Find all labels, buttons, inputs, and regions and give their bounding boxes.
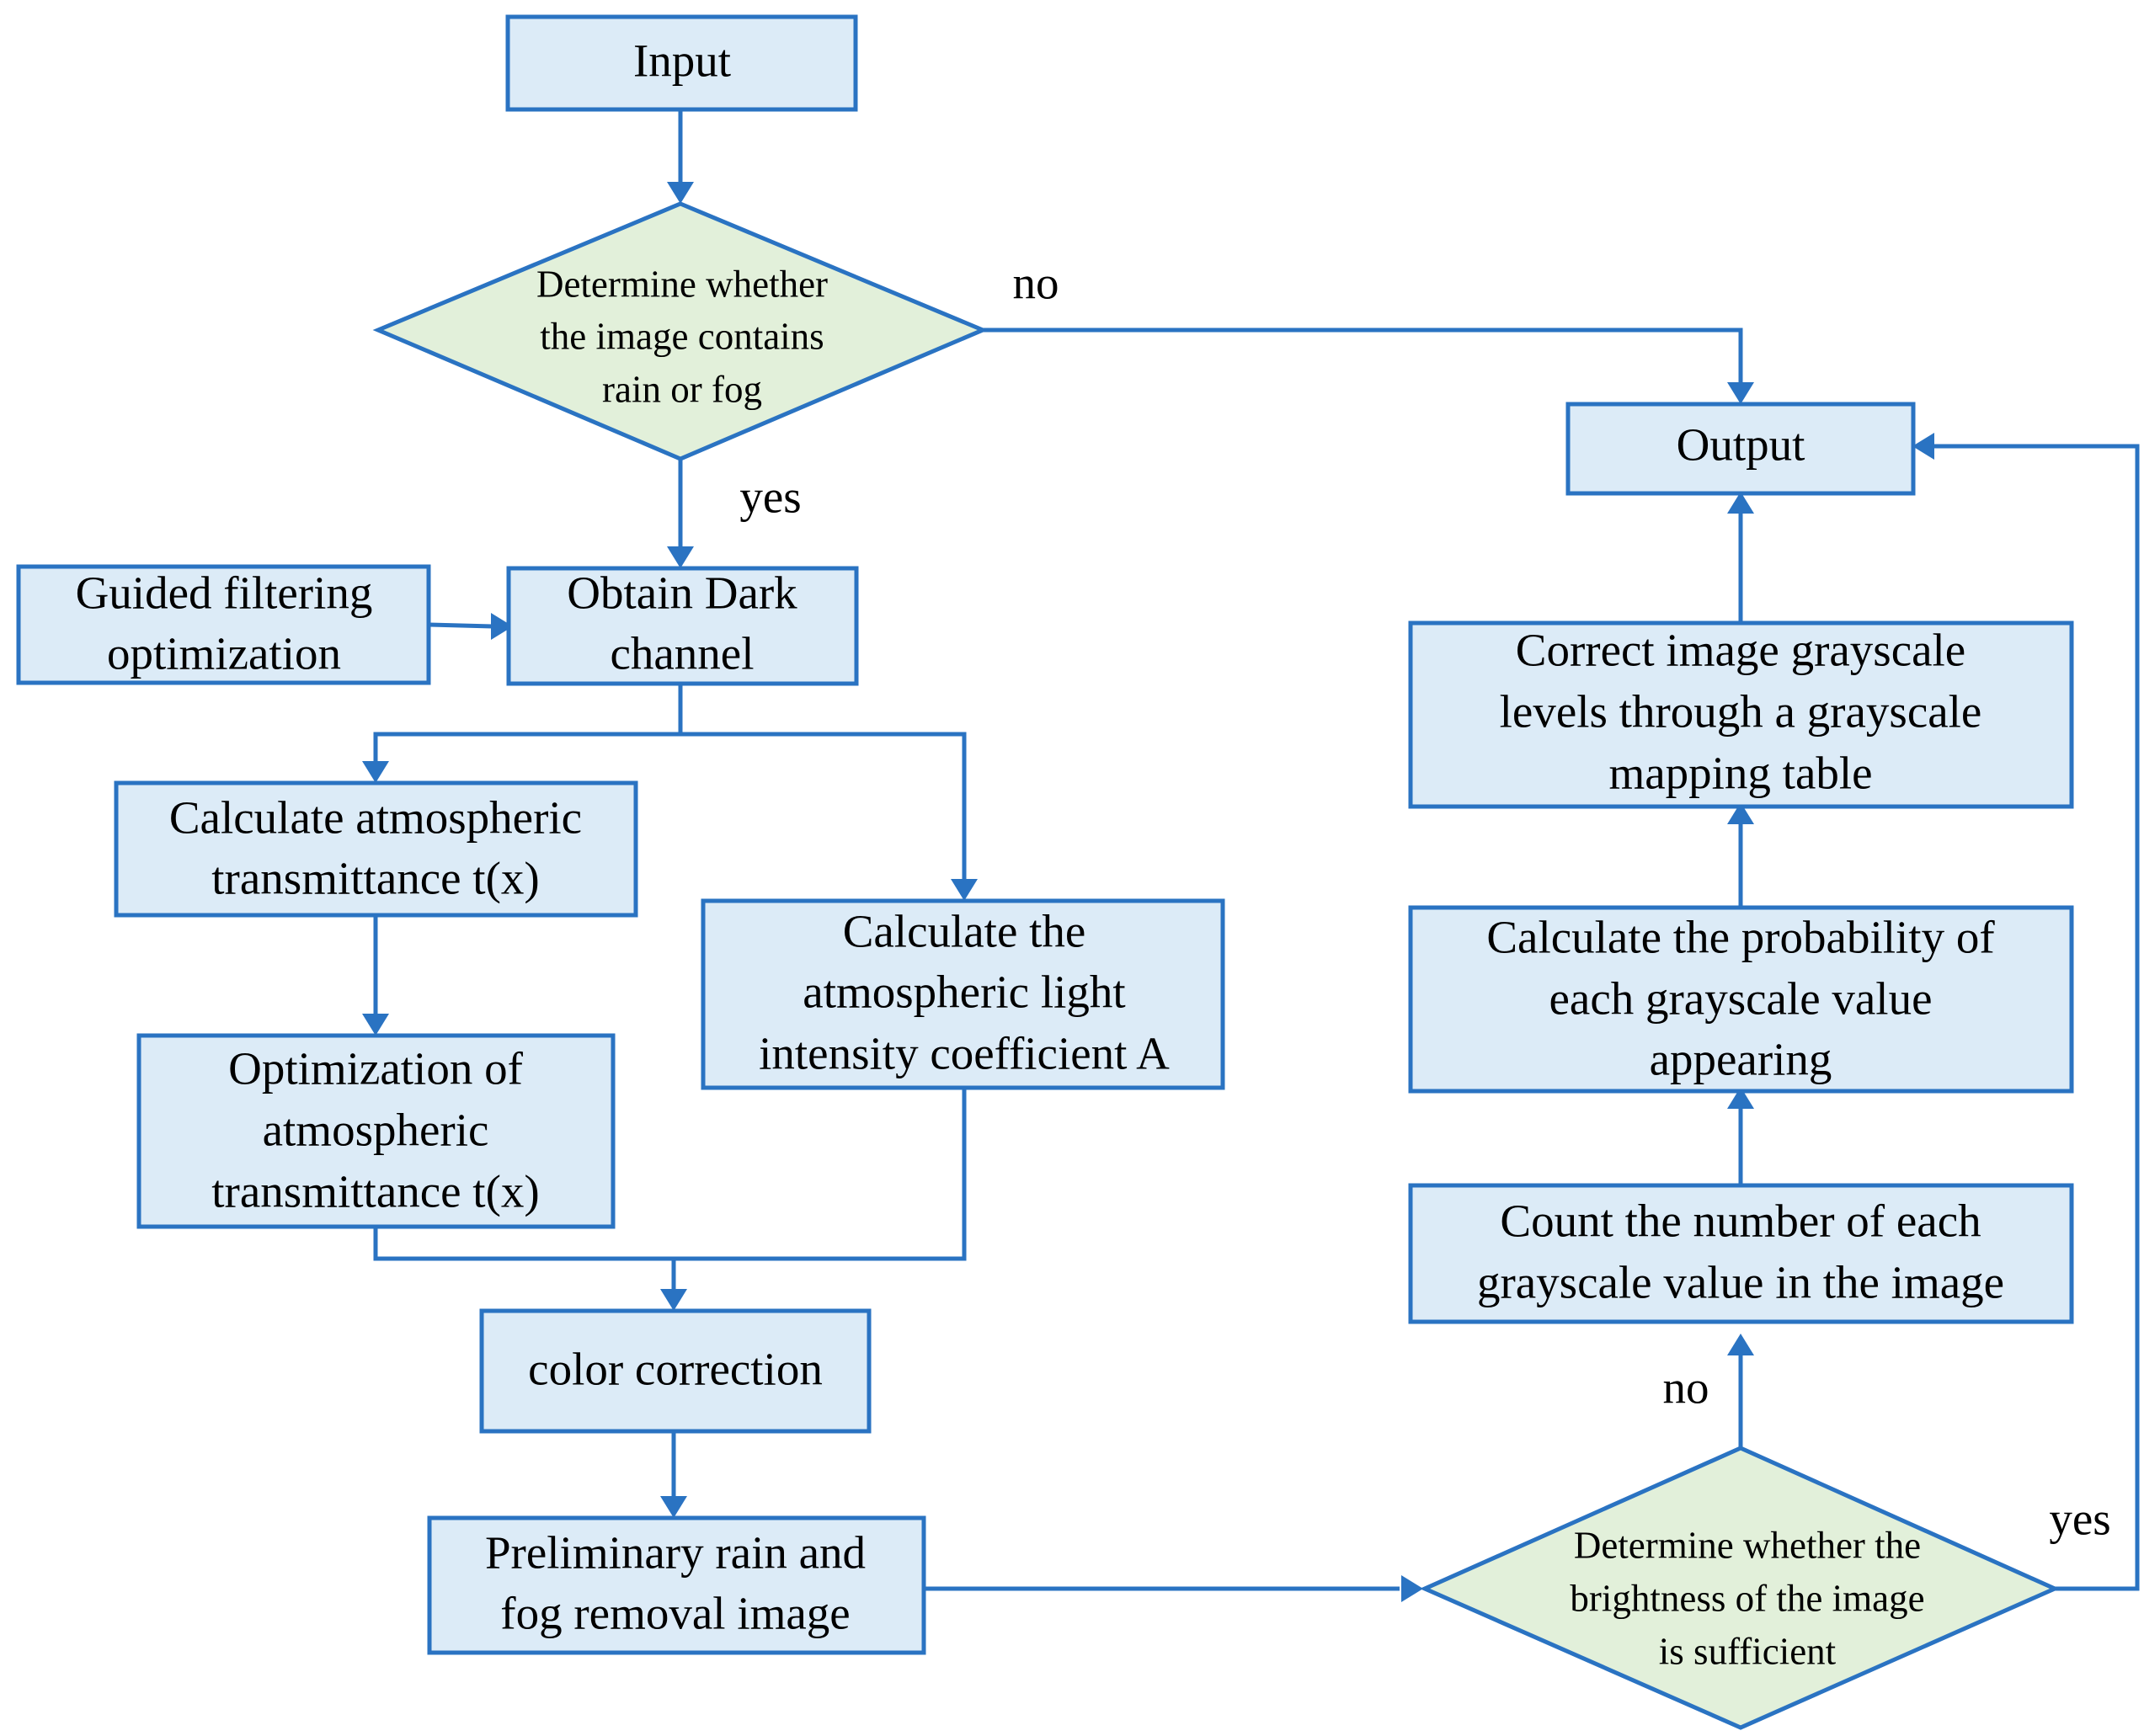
arrowhead-light (951, 879, 978, 901)
connectors (373, 109, 2140, 1591)
arrowhead-output-top (1727, 382, 1754, 404)
node-count-grayscale: Count the number of each grayscale value… (1408, 1183, 2074, 1324)
calc-transmittance-line-1: Calculate atmospheric (169, 792, 582, 844)
arrowhead-output-bottom (1727, 492, 1754, 514)
arrowhead-color (660, 1289, 687, 1311)
arrowhead-dark-left (491, 613, 513, 640)
edge-label-rain-fog-yes: yes (739, 471, 801, 523)
node-input-label: Input (633, 35, 731, 87)
count-grayscale-line-2: grayscale value in the image (1477, 1257, 2004, 1308)
dark-channel-line-1: Obtain Dark (567, 567, 797, 619)
dark-channel-line-2: channel (610, 628, 754, 679)
arrowhead-decision (667, 182, 694, 204)
arrowhead-count (1727, 1334, 1754, 1355)
edge-merge-to-color (373, 1088, 967, 1290)
calc-probability-line-1: Calculate the probability of (1486, 912, 1995, 963)
node-color-correction: color correction (479, 1308, 872, 1434)
node-output-label: Output (1677, 419, 1805, 471)
decision-brightness-line-1: Determine whether the (1574, 1524, 1921, 1566)
calc-light-line-1: Calculate the (843, 906, 1086, 957)
edge-guided-to-dark (429, 622, 493, 629)
arrowhead-transmittance (362, 761, 389, 783)
correct-grayscale-line-3: mapping table (1608, 748, 1872, 799)
arrowhead-correct (1727, 802, 1754, 824)
arrowheads (362, 182, 1934, 1602)
decision-brightness-line-3: is sufficient (1659, 1630, 1837, 1672)
decision-rain-fog-line-2: the image contains (540, 315, 824, 357)
color-correction-label: color correction (528, 1344, 823, 1395)
guided-filtering-line-2: optimization (107, 628, 341, 679)
opt-transmittance-line-2: atmospheric (263, 1105, 489, 1156)
decision-brightness-line-2: brightness of the image (1570, 1577, 1924, 1619)
guided-filtering-line-1: Guided filtering (76, 567, 373, 619)
edge-decision-no-to-output (983, 327, 1743, 383)
arrowhead-preliminary (660, 1496, 687, 1518)
calc-probability-line-3: appearing (1650, 1034, 1832, 1085)
arrowhead-opt (362, 1014, 389, 1036)
opt-transmittance-line-3: transmittance t(x) (211, 1166, 539, 1217)
decision-rain-fog-line-3: rain or fog (602, 368, 762, 410)
edge-dark-split (373, 684, 967, 880)
count-grayscale-line-1: Count the number of each (1500, 1195, 1981, 1247)
edge-brightness-yes-to-output (1933, 444, 2140, 1591)
calc-light-line-3: intensity coefficient A (759, 1028, 1170, 1079)
node-correct-grayscale: Correct image grayscale levels through a… (1408, 620, 2074, 809)
node-guided-filtering: Guided filtering optimization (16, 564, 431, 685)
node-opt-transmittance: Optimization of atmospheric transmittanc… (136, 1033, 616, 1229)
edge-label-brightness-yes: yes (2049, 1494, 2110, 1545)
calc-transmittance-line-2: transmittance t(x) (211, 853, 539, 904)
node-input: Input (505, 14, 858, 112)
preliminary-line-1: Preliminary rain and (485, 1527, 866, 1579)
opt-transmittance-line-1: Optimization of (228, 1043, 523, 1094)
node-output: Output (1565, 402, 1916, 496)
correct-grayscale-line-2: levels through a grayscale (1500, 686, 1982, 738)
node-decision-rain-fog: Determine whether the image contains rai… (372, 201, 989, 461)
calc-light-line-2: atmospheric light (803, 967, 1125, 1018)
edge-label-brightness-no: no (1663, 1362, 1709, 1414)
node-dark-channel: Obtain Dark channel (506, 566, 859, 686)
calc-probability-line-2: each grayscale value (1549, 973, 1933, 1025)
edge-label-rain-fog-no: no (1013, 258, 1059, 309)
arrowhead-probability (1727, 1087, 1754, 1109)
preliminary-line-2: fog removal image (500, 1588, 850, 1639)
node-decision-brightness: Determine whether the brightness of the … (1419, 1446, 2061, 1730)
arrowhead-dark-top (667, 546, 694, 568)
node-calc-transmittance: Calculate atmospheric transmittance t(x) (114, 780, 638, 918)
node-preliminary: Preliminary rain and fog removal image (427, 1515, 926, 1655)
arrowhead-brightness (1401, 1575, 1423, 1602)
decision-rain-fog-line-1: Determine whether (536, 263, 828, 305)
node-calc-light: Calculate the atmospheric light intensit… (701, 898, 1225, 1090)
arrowhead-output-right (1912, 433, 1934, 460)
correct-grayscale-line-1: Correct image grayscale (1516, 625, 1965, 676)
node-calc-probability: Calculate the probability of each graysc… (1408, 905, 2074, 1094)
